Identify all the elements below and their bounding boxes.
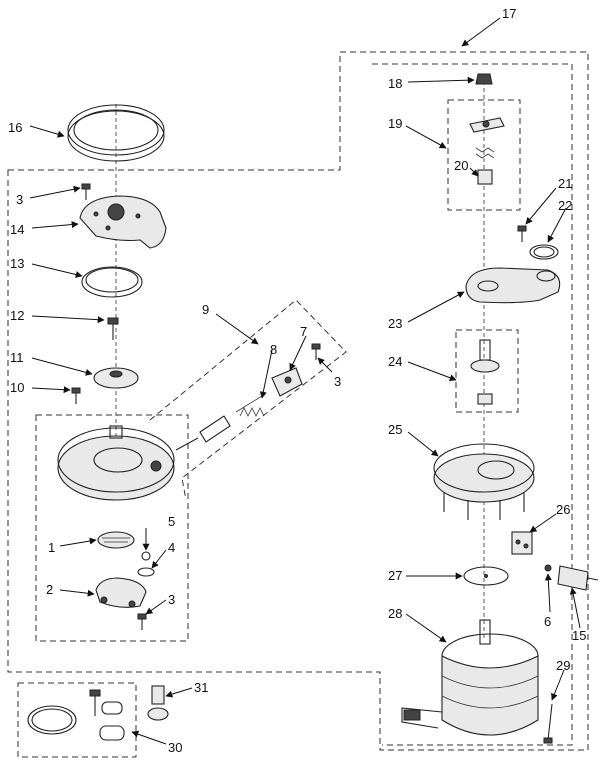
- label-5: 5: [168, 514, 175, 529]
- part-3-screw-right: [311, 343, 321, 360]
- label-24: 24: [388, 354, 402, 369]
- part-24-box: [455, 329, 519, 413]
- label-14: 14: [10, 222, 24, 237]
- label-13: 13: [10, 256, 24, 271]
- label-7: 7: [300, 324, 307, 339]
- part-24-shaft: [470, 339, 500, 405]
- label-1: 1: [48, 540, 55, 555]
- part-23-plate: [465, 267, 561, 304]
- label-15: 15: [572, 628, 586, 643]
- label-20: 20: [454, 158, 468, 173]
- label-12: 12: [10, 308, 24, 323]
- part-6-pin: [544, 564, 552, 572]
- label-29: 29: [556, 658, 570, 673]
- label-26: 26: [556, 502, 570, 517]
- part-9-box: [149, 299, 347, 501]
- label-3-bottom: 3: [168, 592, 175, 607]
- part-13-gasket: [81, 266, 143, 298]
- part-3-screw-top: [81, 183, 91, 200]
- left-assembly-boundary: [7, 51, 589, 751]
- label-10: 10: [10, 380, 24, 395]
- part-29-bolt: [543, 703, 553, 744]
- part-11-impeller: [93, 367, 139, 389]
- label-23: 23: [388, 316, 402, 331]
- part-19-cutter: [469, 117, 505, 133]
- part-27-disc: [463, 566, 509, 586]
- label-19: 19: [388, 116, 402, 131]
- part-10-screw: [71, 387, 81, 404]
- part-21-screw: [517, 225, 527, 242]
- seal-kit-box: [17, 682, 137, 758]
- part-15-sensor: [557, 565, 599, 591]
- part-26-clip: [511, 531, 533, 555]
- part-3-screw-bottom: [137, 613, 147, 630]
- part-25-housing: [433, 443, 535, 520]
- part-20-spring: [475, 147, 495, 185]
- label-16: 16: [8, 120, 22, 135]
- label-4: 4: [168, 540, 175, 555]
- label-27: 27: [388, 568, 402, 583]
- label-28: 28: [388, 606, 402, 621]
- part-4-seal: [137, 567, 155, 577]
- motor-mount-box: [35, 414, 189, 642]
- label-3-top: 3: [16, 192, 23, 207]
- label-31: 31: [194, 680, 208, 695]
- right-inner-boundary: [372, 63, 573, 746]
- pump-housing: [57, 425, 175, 501]
- part-8-spring-valve: [175, 395, 265, 451]
- part-7-valve-cap: [271, 367, 303, 397]
- label-2: 2: [46, 582, 53, 597]
- part-31-plug: [147, 685, 169, 721]
- part-12-bolt: [107, 317, 119, 340]
- part-16-ring: [67, 104, 165, 162]
- part-1-filter: [97, 531, 135, 549]
- part-28-motor: [401, 619, 539, 736]
- label-3-right: 3: [334, 374, 341, 389]
- part-5-ball: [141, 551, 151, 561]
- label-6: 6: [544, 614, 551, 629]
- label-30: 30: [168, 740, 182, 755]
- label-18: 18: [388, 76, 402, 91]
- part-14-cover: [79, 195, 167, 249]
- label-25: 25: [388, 422, 402, 437]
- label-9: 9: [202, 302, 209, 317]
- part-18-nut: [475, 73, 493, 85]
- label-22: 22: [558, 198, 572, 213]
- label-17: 17: [502, 6, 516, 21]
- label-8: 8: [270, 342, 277, 357]
- part-2-bracket: [95, 577, 147, 608]
- part-22-seal: [529, 244, 559, 260]
- part-19-box: [447, 99, 521, 211]
- part-30-kit: [27, 689, 125, 741]
- label-11: 11: [10, 350, 24, 365]
- label-21: 21: [558, 176, 572, 191]
